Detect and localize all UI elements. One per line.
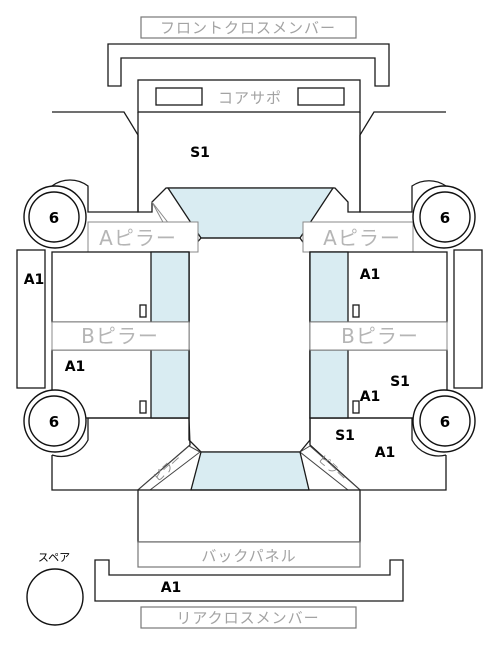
- rear-window: [190, 451, 310, 491]
- c-pillar-left-label: ピラー: [151, 453, 184, 485]
- damage-code-right-quarter-a1: A1: [375, 445, 396, 461]
- tire-rear-left-value: 6: [49, 413, 59, 431]
- rear-left-quarter: [51, 417, 191, 491]
- rear-cross-member-label: リアクロスメンバー: [176, 609, 319, 627]
- core-support: コアサポ: [137, 79, 361, 113]
- right-front-door-handle: [352, 304, 360, 318]
- b-pillar-right-label: Bピラー: [341, 324, 419, 348]
- front-right-fender: [359, 111, 447, 213]
- trunk-lid: [137, 489, 361, 543]
- front-cross-member-bracket: [107, 43, 390, 87]
- c-pillar-right: ピラー: [299, 445, 362, 491]
- b-pillar-right: Bピラー: [309, 321, 448, 351]
- left-side-sill: [16, 249, 46, 389]
- a-pillar-left: Aピラー: [87, 201, 199, 253]
- tire-rear-right-value: 6: [440, 413, 450, 431]
- a-pillar-left-label: Aピラー: [99, 226, 177, 250]
- damage-code-left-rear-door: A1: [65, 359, 86, 375]
- rear-cross-member: リアクロスメンバー: [140, 606, 357, 629]
- damage-code-right-front-door: A1: [360, 267, 381, 283]
- damage-code-right-rear-door-a1: A1: [360, 389, 381, 405]
- tire-rear-left: 6: [23, 389, 87, 453]
- right-front-window: [309, 251, 349, 323]
- a-pillar-right: Aピラー: [302, 221, 414, 253]
- tire-front-left: 6: [23, 185, 87, 249]
- b-pillar-left: Bピラー: [51, 321, 190, 351]
- tire-rear-right: 6: [412, 389, 476, 453]
- damage-code-rear: A1: [161, 580, 182, 596]
- front-left-fender: [51, 111, 139, 213]
- a-pillar-right-label: Aピラー: [323, 226, 401, 250]
- front-cross-member-label: フロントクロスメンバー: [160, 19, 336, 37]
- front-cross-member: フロントクロスメンバー: [140, 16, 357, 39]
- right-rear-door-handle: [352, 400, 360, 414]
- roof-panel: [188, 237, 311, 453]
- left-rear-door-handle: [139, 400, 147, 414]
- right-side-sill: [453, 249, 483, 389]
- left-front-window: [150, 251, 190, 323]
- spare-label: スペア: [38, 551, 70, 564]
- b-pillar-left-label: Bピラー: [81, 324, 159, 348]
- rear-cross-member-bracket: [94, 559, 404, 602]
- rear-right-quarter: [309, 417, 447, 491]
- damage-code-right-rear-door-s1: S1: [390, 374, 410, 390]
- damage-code-left-sill: A1: [24, 272, 45, 288]
- back-panel-label: バックパネル: [201, 547, 296, 565]
- damage-code-right-quarter-s1: S1: [335, 428, 355, 444]
- back-panel: バックパネル: [137, 541, 361, 568]
- tire-front-left-value: 6: [49, 209, 59, 227]
- tire-front-right-value: 6: [440, 209, 450, 227]
- damage-code-hood: S1: [190, 145, 210, 161]
- right-rear-window: [309, 349, 349, 419]
- c-pillar-left: ピラー: [136, 445, 201, 491]
- spare-tire: スペア: [26, 551, 84, 626]
- tire-front-right: 6: [412, 185, 476, 249]
- left-front-door-handle: [139, 304, 147, 318]
- left-rear-window: [150, 349, 190, 419]
- core-support-label: コアサポ: [218, 89, 282, 107]
